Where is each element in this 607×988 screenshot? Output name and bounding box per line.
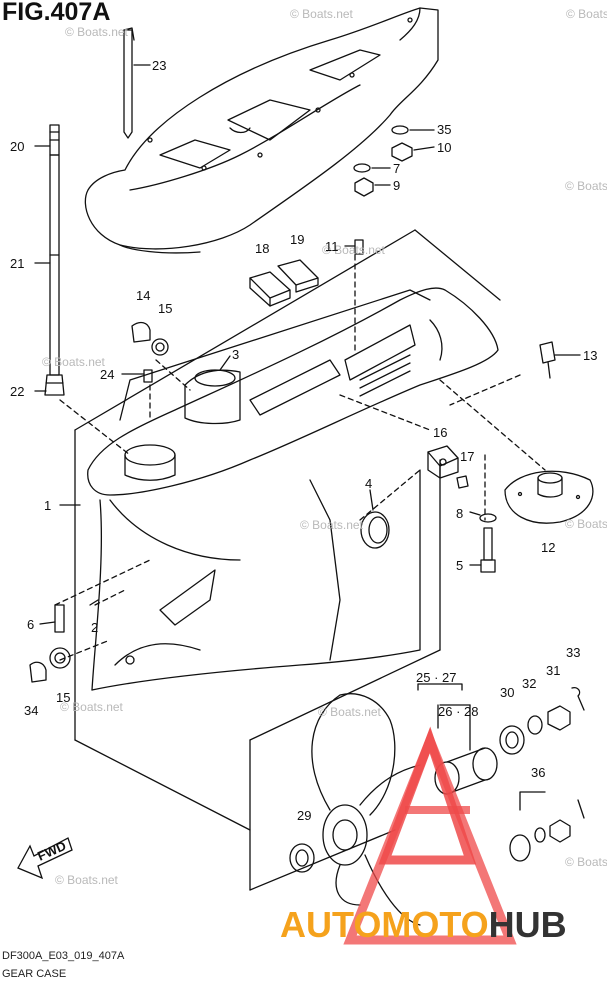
pad-18-part bbox=[249, 271, 291, 307]
callout-24: 24 bbox=[100, 367, 114, 382]
callout-25-27: 25 · 27 bbox=[416, 670, 456, 685]
callout-32: 32 bbox=[522, 676, 536, 691]
brand-part1: AUTOMOTO bbox=[280, 904, 489, 945]
watermark-text: © Boats.net bbox=[565, 517, 607, 531]
washer-7-part bbox=[353, 163, 371, 173]
callout-33: 33 bbox=[566, 645, 580, 660]
callout-14: 14 bbox=[136, 288, 150, 303]
frame-lines bbox=[74, 229, 501, 891]
plug-14-part bbox=[131, 321, 151, 343]
footer-name: GEAR CASE bbox=[2, 968, 67, 980]
callout-15a: 15 bbox=[158, 301, 172, 316]
anode-plate-part bbox=[504, 470, 594, 524]
callout-30: 30 bbox=[500, 685, 514, 700]
callout-26-28: 26 · 28 bbox=[438, 704, 478, 719]
washer-15b-part bbox=[49, 647, 71, 669]
callout-6: 6 bbox=[27, 617, 34, 632]
watermarks: © Boats.net © Boats.net © Boats.net © Bo… bbox=[42, 7, 607, 887]
callouts: 23 20 21 22 24 14 15 3 18 19 11 35 10 7 … bbox=[10, 58, 597, 823]
group-brackets bbox=[417, 683, 546, 811]
fwd-arrow-icon: FWD bbox=[17, 837, 73, 880]
callout-34: 34 bbox=[24, 703, 38, 718]
watermark-text: © Boats.net bbox=[322, 243, 386, 257]
callout-10: 10 bbox=[437, 140, 451, 155]
washer-32-part bbox=[527, 715, 543, 735]
callout-1: 1 bbox=[44, 498, 51, 513]
leader-dashes bbox=[54, 254, 546, 661]
watermark-text: © Boats.net bbox=[566, 7, 607, 21]
callout-20: 20 bbox=[10, 139, 24, 154]
watermark-text: © Boats.net bbox=[565, 179, 607, 193]
callout-4: 4 bbox=[365, 476, 372, 491]
svg-text:AUTOMOTOHUB: AUTOMOTOHUB bbox=[280, 904, 567, 945]
gear-case-body bbox=[87, 287, 499, 691]
driveshaft-part bbox=[44, 124, 65, 396]
washer-30-part bbox=[499, 725, 525, 755]
pin-24-part bbox=[143, 369, 153, 383]
callout-16: 16 bbox=[433, 425, 447, 440]
callout-15b: 15 bbox=[56, 690, 70, 705]
callout-21: 21 bbox=[10, 256, 24, 271]
callout-8: 8 bbox=[456, 506, 463, 521]
watermark-text: © Boats.net bbox=[300, 518, 364, 532]
bolt-13-part bbox=[539, 341, 556, 379]
callout-29: 29 bbox=[297, 808, 311, 823]
watermark-text: © Boats.net bbox=[318, 705, 382, 719]
bolt-5-part bbox=[479, 513, 497, 573]
callout-31: 31 bbox=[546, 663, 560, 678]
watermark-text: © Boats.net bbox=[65, 25, 129, 39]
watermark-text: © Boats.net bbox=[60, 700, 124, 714]
plug-34-part bbox=[29, 661, 47, 683]
pin-11-part bbox=[354, 239, 364, 255]
nut-31-part bbox=[547, 705, 571, 731]
callout-18: 18 bbox=[255, 241, 269, 256]
automotohub-logo: AUTOMOTOHUB bbox=[280, 726, 567, 945]
nut-9-part bbox=[354, 177, 374, 197]
callout-19: 19 bbox=[290, 232, 304, 247]
callout-17: 17 bbox=[460, 449, 474, 464]
pad-19-part bbox=[277, 259, 319, 293]
figure-title: FIG.407A bbox=[2, 0, 111, 26]
pin-2-part bbox=[89, 599, 99, 606]
cotter-33-part bbox=[571, 686, 585, 711]
watermark-text: © Boats.net bbox=[42, 355, 106, 369]
callout-36: 36 bbox=[531, 765, 545, 780]
callout-9: 9 bbox=[393, 178, 400, 193]
washer-15a-part bbox=[151, 338, 169, 356]
callout-22: 22 bbox=[10, 384, 24, 399]
callout-7: 7 bbox=[393, 161, 400, 176]
seal-ring-part bbox=[360, 511, 390, 549]
callout-13: 13 bbox=[583, 348, 597, 363]
watermark-text: © Boats.net bbox=[565, 855, 607, 869]
footer-code: DF300A_E03_019_407A bbox=[2, 950, 125, 962]
top-cover-part bbox=[84, 7, 439, 254]
callout-leaders bbox=[34, 64, 581, 625]
bolt-6-part bbox=[54, 604, 65, 633]
clip-tie-part bbox=[123, 27, 135, 139]
watermark-text: © Boats.net bbox=[290, 7, 354, 21]
washer-35-part bbox=[391, 125, 409, 135]
callout-3: 3 bbox=[232, 347, 239, 362]
callout-2: 2 bbox=[91, 620, 98, 635]
block-16-part bbox=[427, 445, 459, 479]
watermark-text: © Boats.net bbox=[55, 873, 119, 887]
brand-part2: HUB bbox=[489, 904, 567, 945]
propeller-part bbox=[289, 693, 421, 926]
callout-12: 12 bbox=[541, 540, 555, 555]
nut-10-part bbox=[391, 142, 413, 162]
callout-35: 35 bbox=[437, 122, 451, 137]
callout-11: 11 bbox=[325, 239, 339, 254]
callout-23: 23 bbox=[152, 58, 166, 73]
kit-36-part bbox=[509, 799, 585, 862]
callout-5: 5 bbox=[456, 558, 463, 573]
screw-17-part bbox=[456, 475, 469, 489]
